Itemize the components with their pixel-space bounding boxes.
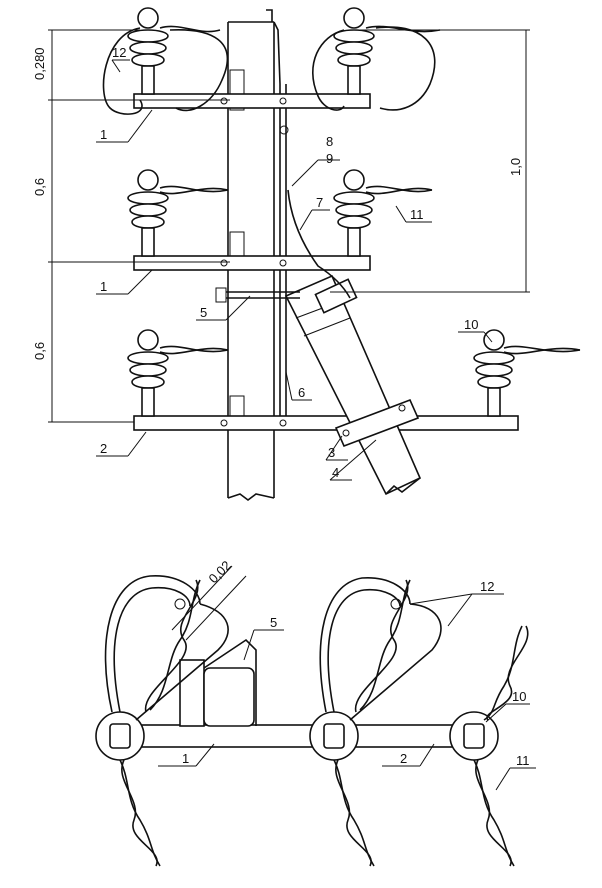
conductor-top (159, 25, 441, 33)
dim-middle: 0,6 (32, 178, 47, 196)
plan-callout-10: 10 (512, 689, 526, 704)
plan-callout-1: 1 (182, 751, 189, 766)
insulator-bottom-left (127, 329, 169, 417)
callout-1-top: 1 (100, 127, 107, 142)
callout-5: 5 (200, 305, 207, 320)
insulator-top-left (127, 7, 169, 95)
leader-lines (96, 59, 493, 481)
plan-bracket-5 (179, 638, 257, 727)
insulator-middle-left (127, 169, 169, 257)
callout-3: 3 (328, 445, 335, 460)
callout-8: 8 (326, 134, 333, 149)
crossarm-top (133, 93, 371, 109)
inclined-strut (284, 274, 422, 496)
plan-view: 0,02 1 2 5 10 11 12 (95, 558, 536, 867)
bracket-5 (215, 287, 300, 303)
plan-dim-gap: 0,02 (206, 558, 235, 587)
conductor-bottom (159, 345, 581, 355)
dim-top: 0,280 (32, 47, 47, 80)
plan-leader-lines (158, 593, 536, 791)
insulator-bottom-right (473, 329, 515, 417)
callout-11: 11 (410, 207, 424, 222)
lead-wire (287, 189, 351, 299)
dim-lower: 0,6 (32, 342, 47, 360)
insulator-middle-right (333, 169, 375, 257)
conductor-middle (159, 185, 433, 195)
plan-insulator-left (95, 711, 145, 761)
plan-gap-dimension (171, 565, 247, 641)
dim-right: 1,0 (508, 158, 523, 176)
callout-4: 4 (332, 465, 339, 480)
plan-jumper-loops (104, 575, 442, 721)
elevation-view: 0,280 0,6 0,6 1,0 1 1 2 3 4 5 6 7 8 9 10… (32, 7, 581, 501)
jumper-loops (102, 26, 436, 115)
callout-7: 7 (316, 195, 323, 210)
plan-callout-12: 12 (480, 579, 494, 594)
plan-callout-5: 5 (270, 615, 277, 630)
plan-crossarm (119, 724, 481, 748)
plan-insulator-right (449, 711, 499, 761)
callout-9: 9 (326, 151, 333, 166)
callout-10: 10 (464, 317, 478, 332)
plan-conductors (119, 579, 529, 867)
dimension-lines (48, 29, 530, 423)
plan-callout-11: 11 (516, 753, 530, 768)
callout-6: 6 (298, 385, 305, 400)
crossarm-bottom (133, 415, 519, 431)
callout-1-middle: 1 (100, 279, 107, 294)
callout-12: 12 (112, 45, 126, 60)
crossarm-middle (133, 255, 371, 271)
insulator-top-right (333, 7, 375, 95)
callout-2: 2 (100, 441, 107, 456)
plan-callout-2: 2 (400, 751, 407, 766)
